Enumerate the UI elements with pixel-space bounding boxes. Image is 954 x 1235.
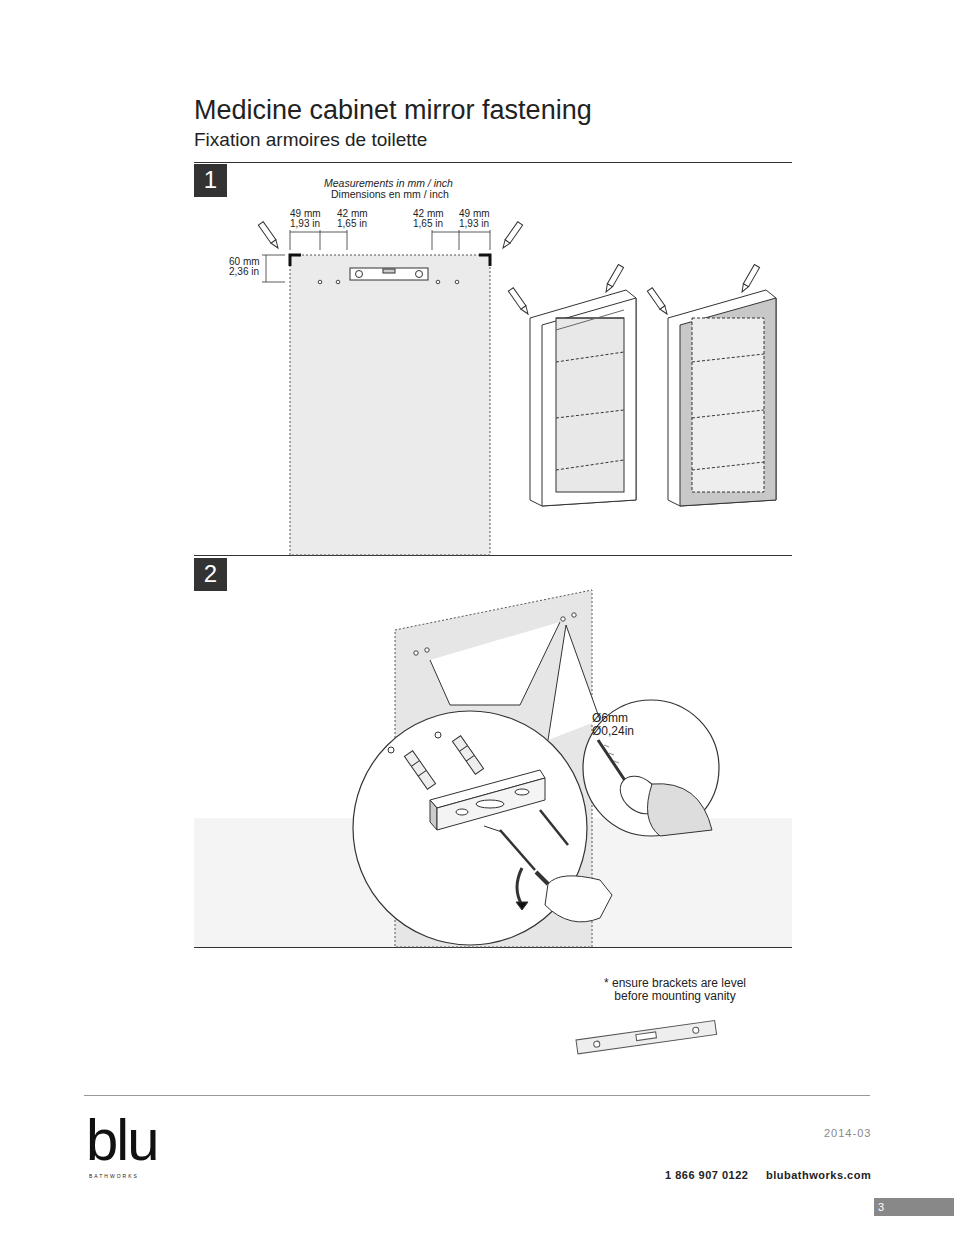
- page-title: Medicine cabinet mirror fastening: [194, 96, 592, 126]
- date: 2014-03: [824, 1127, 871, 1139]
- note: * ensure brackets are level before mount…: [590, 977, 760, 1003]
- website: blubathworks.com: [766, 1169, 871, 1181]
- dimension: 1,65 in: [337, 218, 367, 229]
- step-number: 2: [204, 561, 217, 587]
- step-badge: 2: [194, 558, 227, 591]
- dimension: 42 mm: [413, 208, 444, 219]
- dimension: 49 mm: [290, 208, 321, 219]
- dimension: 60 mm: [229, 256, 260, 267]
- dimension: 1,93 in: [290, 218, 320, 229]
- logo: blu: [86, 1108, 157, 1172]
- note: Dimensions en mm / inch: [331, 189, 449, 201]
- phone: 1 866 907 0122: [665, 1169, 748, 1181]
- note: Measurements in mm / inch: [324, 178, 453, 190]
- logo-tagline: BATHWORKS: [89, 1174, 139, 1180]
- drill-size: Ø6mm: [592, 712, 628, 725]
- dimension: 2,36 in: [229, 266, 259, 277]
- step-number: 1: [204, 167, 217, 193]
- subtitle: Fixation armoires de toilette: [194, 130, 427, 151]
- dimension: 1,93 in: [459, 218, 489, 229]
- step-badge: 1: [194, 164, 227, 197]
- drill-size: Ø0,24in: [592, 725, 634, 738]
- page-number: 3: [878, 1201, 884, 1213]
- dimension: 42 mm: [337, 208, 368, 219]
- dimension: 1,65 in: [413, 218, 443, 229]
- dimension: 49 mm: [459, 208, 490, 219]
